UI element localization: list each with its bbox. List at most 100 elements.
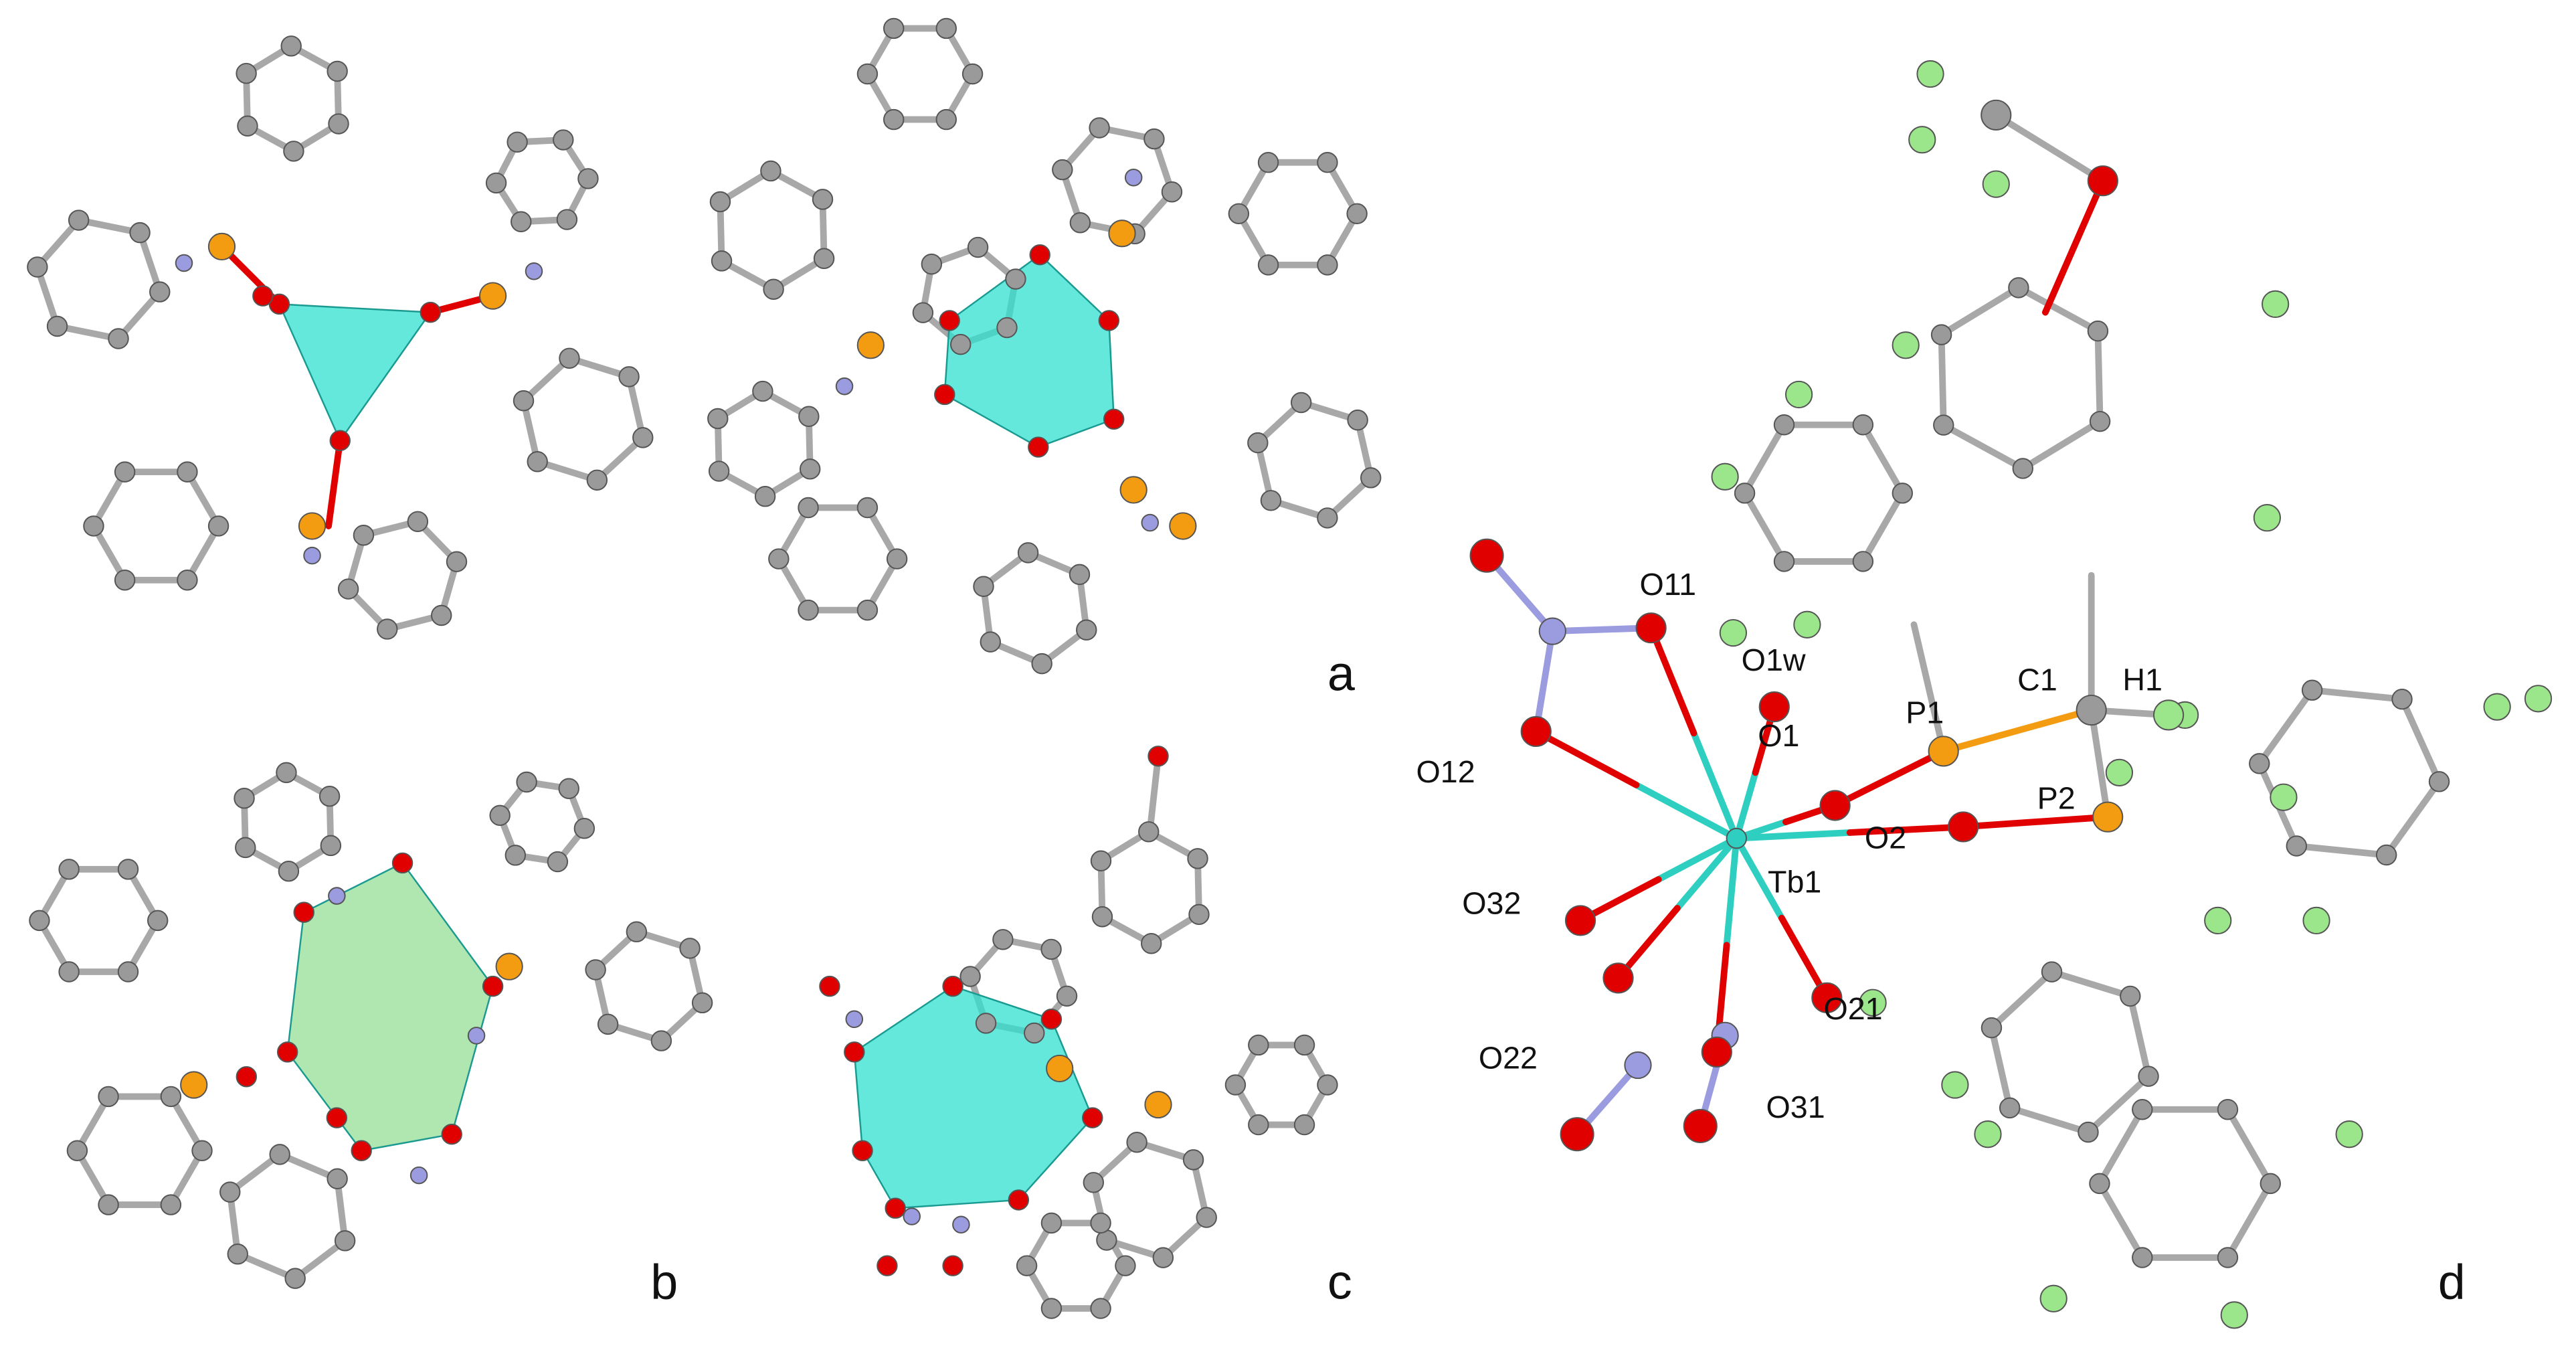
carbon-atom xyxy=(1360,467,1382,489)
nitrogen-atom xyxy=(1124,168,1143,187)
fluorine-atom xyxy=(2039,1284,2067,1312)
carbon-atom xyxy=(1293,1034,1315,1056)
carbon-atom xyxy=(935,108,957,131)
carbon-atom xyxy=(283,141,304,162)
oxygen-atom xyxy=(420,301,442,323)
bond xyxy=(1940,707,2095,755)
oxygen-atom xyxy=(877,1255,898,1276)
carbon-atom xyxy=(812,189,834,210)
carbon-atom xyxy=(573,818,595,839)
carbon-atom xyxy=(691,992,713,1014)
carbon-atom xyxy=(1090,1298,1111,1319)
carbon-atom xyxy=(950,333,972,355)
carbon-atom xyxy=(1040,1212,1063,1234)
fluorine-atom xyxy=(1941,1071,1969,1099)
bond xyxy=(2088,707,2112,821)
carbon-atom xyxy=(2132,1247,2153,1268)
oxygen-atom xyxy=(1758,691,1790,723)
carbon-atom xyxy=(1083,1172,1105,1193)
phosphorus-atom xyxy=(1169,512,1197,540)
carbon-atom xyxy=(754,485,776,507)
carbon-atom xyxy=(280,35,302,57)
atom-label-o21: O21 xyxy=(1823,991,1882,1026)
carbon-atom xyxy=(975,1013,997,1034)
carbon-atom xyxy=(577,168,599,189)
carbon-atom xyxy=(513,390,535,412)
carbon-atom xyxy=(129,222,151,244)
phosphorus-atom xyxy=(207,232,236,261)
carbon-atom xyxy=(2012,458,2033,479)
carbon-atom xyxy=(177,461,198,483)
oxygen-atom xyxy=(482,975,504,997)
carbon-atom xyxy=(234,787,255,809)
carbon-atom xyxy=(1773,551,1795,572)
oxygen-atom xyxy=(441,1123,462,1145)
carbon-atom xyxy=(1317,507,1338,529)
carbon-atom xyxy=(1182,1149,1204,1171)
carbon-atom xyxy=(58,859,80,880)
phosphorus-atom xyxy=(478,282,507,310)
atom-label-o1w: O1w xyxy=(1742,643,1806,677)
carbon-atom xyxy=(1196,1207,1217,1228)
carbon-atom xyxy=(207,515,229,537)
bond xyxy=(2126,993,2152,1080)
carbon-atom xyxy=(236,62,257,84)
carbon-atom xyxy=(558,778,579,799)
bond xyxy=(1741,421,1788,497)
carbon-atom xyxy=(1981,1017,2003,1039)
carbon-atom xyxy=(1773,414,1795,436)
oxygen-atom xyxy=(351,1140,372,1161)
carbon-atom xyxy=(1981,99,2012,131)
fluorine-atom xyxy=(2220,1301,2248,1329)
carbon-atom xyxy=(377,618,398,640)
bond xyxy=(2019,418,2104,472)
carbon-atom xyxy=(1317,1074,1338,1096)
carbon-atom xyxy=(83,515,104,537)
carbon-atom xyxy=(276,762,297,784)
carbon-atom xyxy=(1069,564,1091,586)
atom-label-o1: O1 xyxy=(1758,718,1799,753)
carbon-atom xyxy=(707,408,729,430)
oxygen-atom xyxy=(268,293,290,315)
bond xyxy=(1647,624,1697,737)
bond xyxy=(1655,835,1740,883)
atom-label-p2: P2 xyxy=(2037,780,2076,815)
carbon-atom xyxy=(337,578,359,600)
bond xyxy=(1532,728,1640,788)
bond xyxy=(2015,284,2102,335)
bond xyxy=(1938,284,2022,339)
fluorine-atom xyxy=(1916,60,1944,88)
carbon-atom xyxy=(585,959,606,980)
carbon-atom xyxy=(1069,212,1091,234)
fluorine-atom xyxy=(1974,1120,2002,1148)
carbon-atom xyxy=(46,315,68,337)
oxygen-atom xyxy=(1029,244,1050,266)
oxygen-atom xyxy=(1811,982,1843,1013)
carbon-atom xyxy=(516,771,537,793)
bond xyxy=(1741,489,1788,565)
carbon-atom xyxy=(2078,1121,2099,1143)
fluorine-atom xyxy=(1908,126,1936,154)
carbon-atom xyxy=(269,1144,290,1165)
carbon-atom xyxy=(1056,985,1078,1007)
carbon-c1-atom xyxy=(2076,694,2107,726)
fluorine-atom xyxy=(2524,685,2553,713)
carbon-atom xyxy=(856,497,879,519)
bond xyxy=(2094,327,2104,425)
bond xyxy=(1733,835,1785,922)
fluorine-atom xyxy=(2105,758,2134,786)
carbon-atom xyxy=(68,209,90,231)
carbon-atom xyxy=(708,460,730,482)
phosphorus-atom xyxy=(495,952,523,980)
carbon-atom xyxy=(973,576,994,597)
carbon-atom xyxy=(2249,753,2270,774)
bond xyxy=(1988,1024,2013,1112)
carbon-atom xyxy=(2375,844,2397,866)
atom-label-o22: O22 xyxy=(1479,1040,1538,1075)
carbon-atom xyxy=(1852,414,1874,436)
nitrogen-atom xyxy=(175,254,193,272)
nitrogen-atom xyxy=(835,377,854,396)
nitrogen-atom xyxy=(1141,513,1160,532)
carbon-atom xyxy=(2089,410,2111,432)
